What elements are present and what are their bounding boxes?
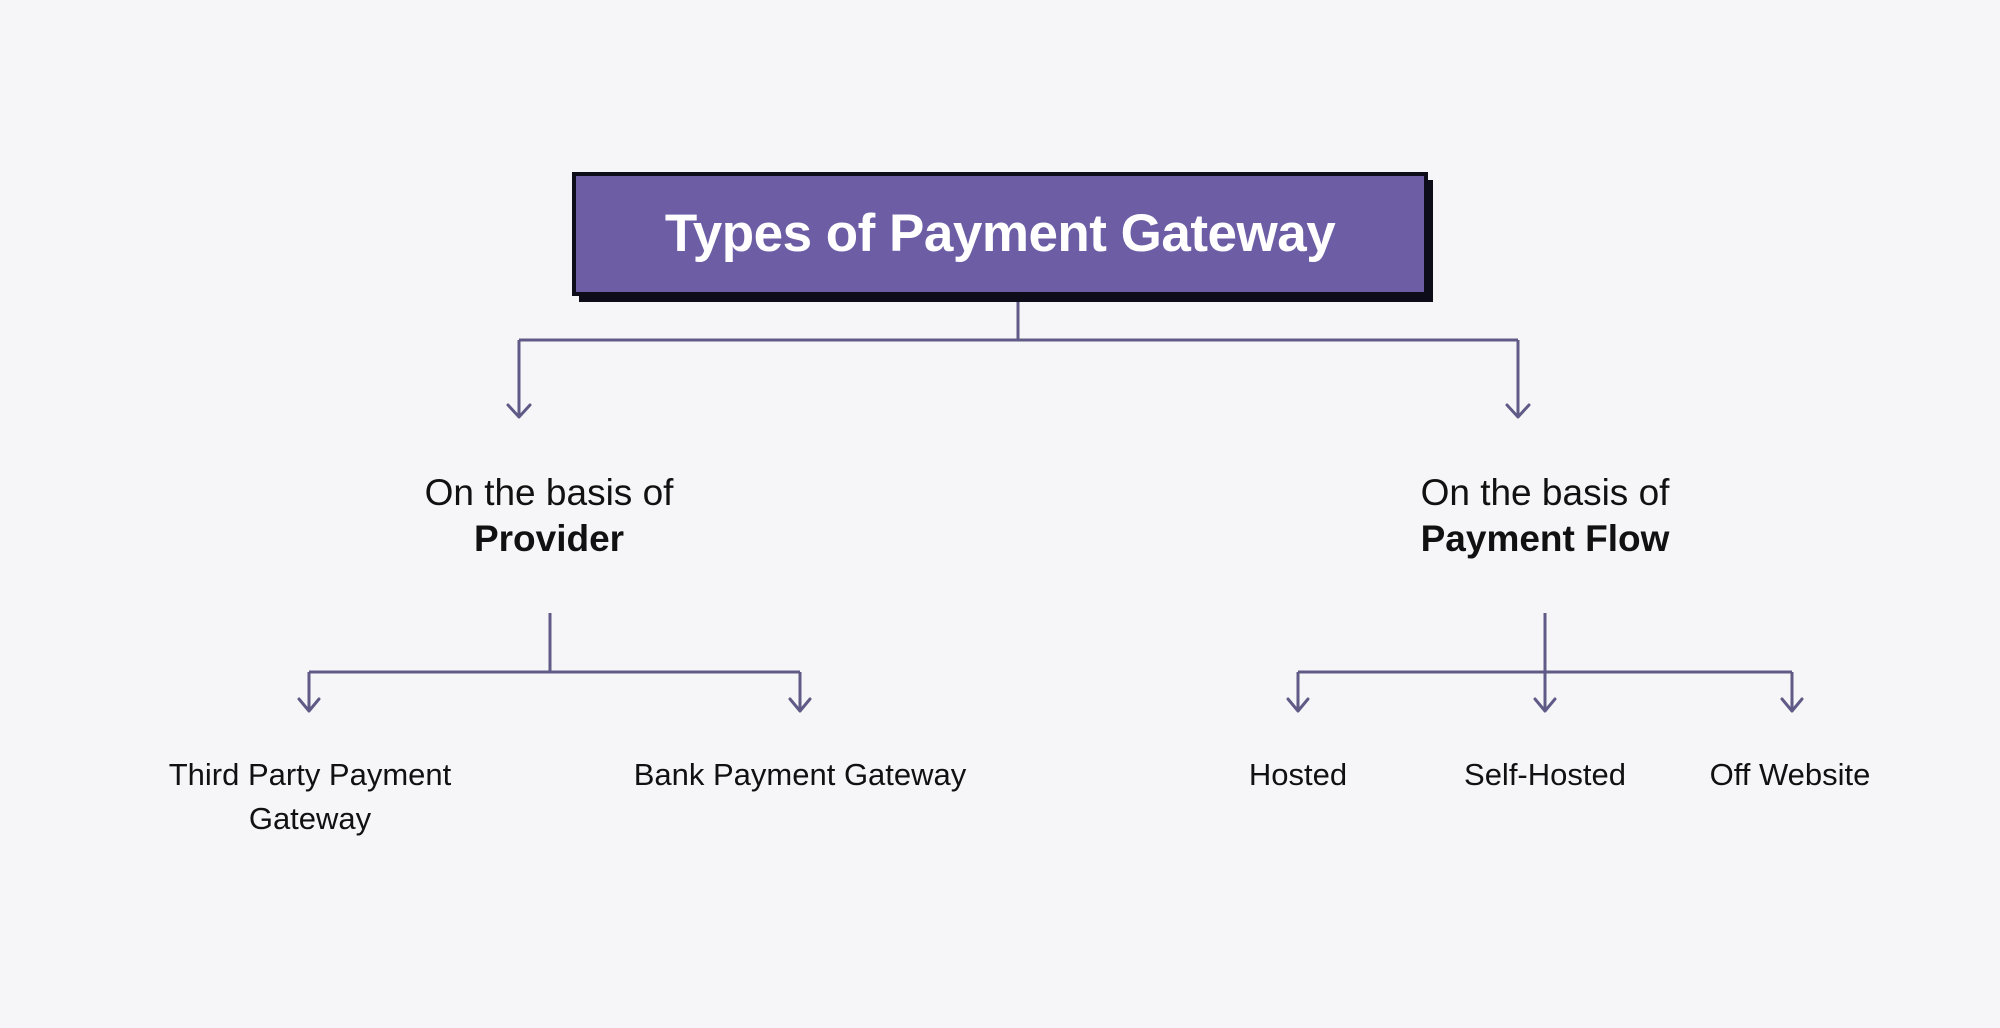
leaf-label-bank-payment-gateway: Bank Payment Gateway [633, 757, 967, 792]
branch-label-payment-flow: On the basis of Payment Flow [1270, 470, 1820, 563]
root-node-label: Types of Payment Gateway [664, 203, 1336, 263]
arrowhead-level1-right [1505, 403, 1531, 419]
leaf-label-self-hosted: Self-Hosted [1464, 757, 1626, 792]
arrowhead-right-leaf-1 [1286, 697, 1310, 713]
arrowhead-left-leaf-1 [297, 697, 321, 713]
branch-label-payment-flow-line-2: Payment Flow [1420, 518, 1670, 560]
branch-label-provider-line-2: Provider [473, 518, 625, 560]
leaf-label-off-website: Off Website [1709, 757, 1871, 792]
root-node: Types of Payment Gateway [572, 172, 1428, 296]
branch-label-provider-line-1: On the basis of [424, 472, 674, 513]
arrowhead-right-leaf-2 [1533, 697, 1557, 713]
arrowhead-right-leaf-3 [1780, 697, 1804, 713]
leaf-label-third-party-payment-gateway: Third Party Payment Gateway [168, 757, 452, 837]
leaf-label-hosted: Hosted [1248, 757, 1348, 792]
arrowhead-level1-left [506, 403, 532, 419]
branch-label-provider: On the basis of Provider [274, 470, 824, 563]
branch-label-payment-flow-line-1: On the basis of [1420, 472, 1670, 513]
arrowhead-left-leaf-2 [788, 697, 812, 713]
